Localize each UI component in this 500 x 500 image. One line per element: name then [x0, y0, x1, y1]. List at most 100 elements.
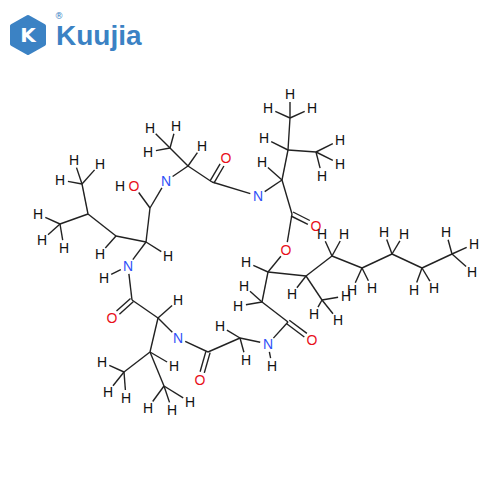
bond-line [271, 142, 288, 150]
atom-label: H [37, 233, 47, 247]
bond-line [250, 291, 262, 302]
bond-line [325, 241, 332, 256]
bond-line [124, 352, 150, 372]
atom-label: H [469, 237, 479, 251]
bond-line [119, 302, 133, 315]
atom-label: H [307, 101, 317, 115]
bond-line [269, 352, 270, 358]
bond-line [116, 236, 146, 242]
bond-line [316, 144, 333, 152]
bond-line [452, 247, 467, 254]
bond-line [210, 164, 220, 181]
bond-line [268, 256, 281, 272]
bond-line [45, 217, 60, 224]
bond-line [204, 353, 210, 373]
atom-label: H [347, 283, 357, 297]
bond-line [293, 212, 310, 221]
bond-line [170, 134, 174, 148]
atom-label: H [115, 179, 125, 193]
atom-label: H [143, 145, 153, 159]
bond-line [124, 372, 125, 390]
atom-label: N [253, 189, 263, 203]
bond-line [316, 152, 320, 168]
bond-line [212, 182, 250, 194]
bond-line [117, 298, 131, 311]
atom-label: H [333, 313, 343, 327]
bond-line [297, 276, 306, 288]
bond-line [188, 153, 197, 166]
bond-line [392, 254, 422, 268]
bond-line [185, 341, 208, 352]
atom-label: H [215, 319, 225, 333]
bond-line [146, 208, 150, 242]
bond-line [422, 268, 430, 281]
atom-label: O [307, 333, 318, 347]
bond-line [48, 224, 60, 235]
bond-line [332, 256, 362, 268]
atom-label: N [263, 337, 273, 351]
bond-line [133, 242, 146, 260]
bond-line [355, 268, 362, 283]
bond-line [262, 302, 288, 322]
bond-line [362, 254, 392, 268]
bond-line [150, 352, 164, 386]
atom-label: N [123, 259, 133, 273]
atom-label: H [263, 101, 273, 115]
atom-label: H [143, 401, 153, 415]
atom-label: H [55, 173, 65, 187]
bond-line [153, 386, 164, 402]
atom-label: H [339, 227, 349, 241]
bond-line [146, 242, 161, 252]
atom-label: H [259, 131, 269, 145]
atom-label: H [95, 157, 105, 171]
bond-line [60, 214, 88, 224]
bond-line [289, 102, 290, 118]
atom-label: H [257, 155, 267, 169]
bond-line [253, 265, 268, 272]
bond-line [77, 168, 83, 184]
atom-label: H [233, 299, 243, 313]
logo-hexagon [12, 17, 44, 53]
bond-line [156, 134, 170, 148]
atom-label: H [309, 307, 319, 321]
bond-line [289, 320, 307, 333]
atom-label: H [97, 355, 107, 369]
atom-label: H [317, 227, 327, 241]
atom-label: H [441, 225, 451, 239]
atom-label: H [379, 225, 389, 239]
atom-label: H [241, 353, 251, 367]
bond-line [150, 188, 162, 208]
atom-label: N [161, 174, 171, 188]
bond-line [288, 150, 316, 152]
bond-line [156, 148, 170, 151]
atom-label: H [59, 241, 69, 255]
atom-label: O [129, 179, 140, 193]
atom-label: H [163, 249, 173, 263]
bond-line [240, 338, 260, 342]
atom-label: H [197, 139, 207, 153]
bond-line [275, 111, 290, 118]
bond-line [240, 338, 244, 352]
bond-line [268, 167, 282, 180]
bond-line [158, 305, 172, 318]
atom-label: H [241, 255, 251, 269]
bond-line [265, 180, 282, 192]
bond-line [362, 268, 368, 281]
bond-line [282, 150, 288, 180]
atom-label: H [367, 281, 377, 295]
atom-label: H [467, 265, 477, 279]
atom-label: H [145, 121, 155, 135]
atom-label: H [95, 247, 105, 261]
bond-line [113, 372, 124, 386]
bond-line [246, 302, 262, 305]
atom-label: H [239, 279, 249, 293]
bond-line [109, 365, 124, 372]
registered-mark: ® [55, 12, 64, 21]
bond-line [392, 241, 400, 254]
atom-label: H [317, 169, 327, 183]
atom-label: H [173, 293, 183, 307]
atom-label: H [167, 403, 177, 417]
bond-line [132, 300, 158, 318]
bond-line [158, 318, 172, 332]
atom-label: H [169, 359, 179, 373]
